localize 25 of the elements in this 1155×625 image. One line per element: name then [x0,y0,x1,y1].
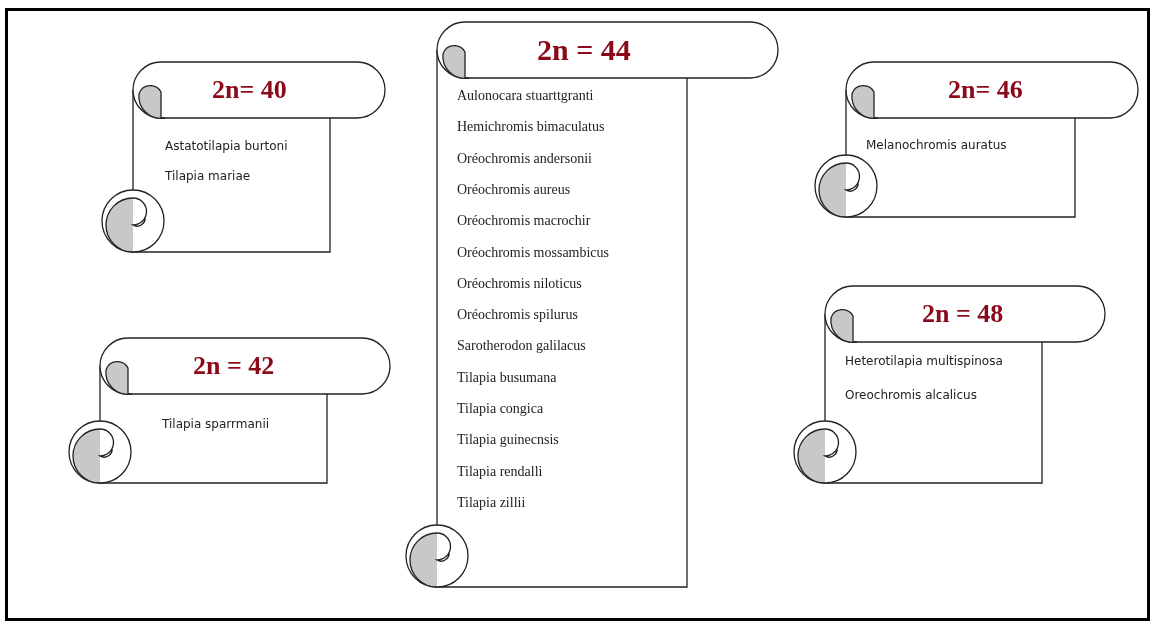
species-name: Oréochromis andersonii [457,150,592,168]
species-name: Tilapia zillii [457,494,526,512]
species-name: Tilapia mariae [165,169,251,184]
species-name: Tilapia rendalli [457,463,543,481]
species-name: Oreochromis alcalicus [845,388,977,403]
species-name: Tilapia guinecnsis [457,432,559,450]
species-name: Astatotilapia burtoni [165,139,288,154]
chromosome-number-heading: 2n= 40 [212,77,287,103]
chromosome-number-heading: 2n = 42 [193,353,275,379]
species-name: Tilapia congica [457,401,544,418]
species-name: Oréochromis niloticus [457,275,582,293]
species-name: Oréochromis aureus [457,181,571,199]
chromosome-number-heading: 2n = 48 [922,301,1004,327]
species-name: Oréochromis macrochir [457,213,591,230]
species-name: Aulonocara stuarttgranti [457,88,594,105]
species-name: Hemichromis bimaculatus [457,119,605,137]
species-name: Melanochromis auratus [866,138,1007,153]
chromosome-number-heading: 2n = 44 [537,35,631,65]
species-name: Sarotherodon galilacus [457,338,586,356]
species-name: Oréochromis spilurus [457,307,578,324]
species-name: Oréochromis mossambicus [457,244,610,262]
species-name: Heterotilapia multispinosa [845,354,1003,369]
chromosome-number-heading: 2n= 46 [948,77,1023,103]
species-name: Tilapia sparrmanii [162,417,270,432]
species-name: Tilapia busumana [457,369,557,387]
